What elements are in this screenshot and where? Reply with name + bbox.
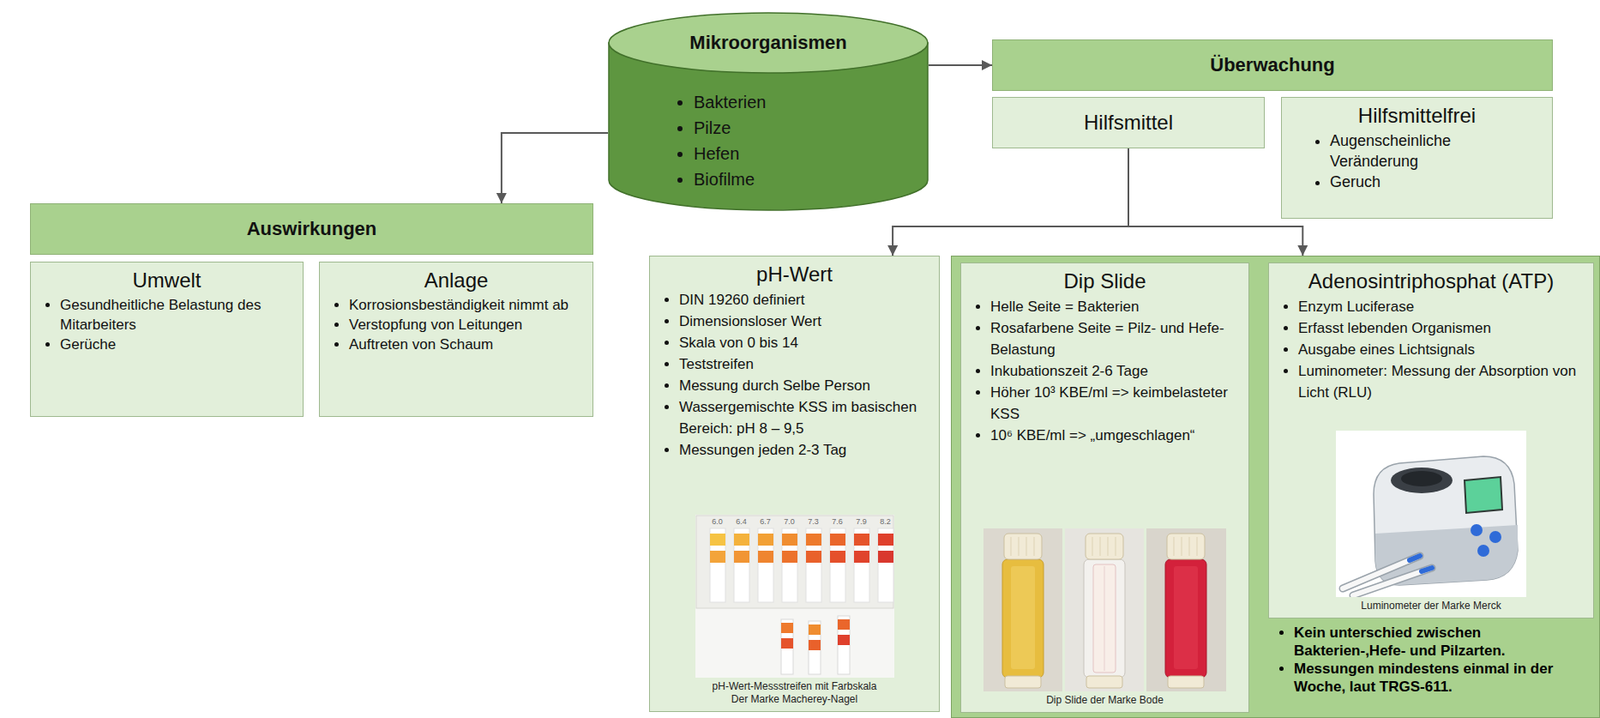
scale-value: 6.4 [729, 517, 754, 526]
scale-value: 7.6 [825, 517, 850, 526]
dipslide-photo [983, 528, 1227, 692]
bullet-list: Korrosionsbeständigkeit nimmt abVerstopf… [330, 294, 583, 355]
note-item: Kein unterschied zwischen Bakterien-,Hef… [1293, 623, 1594, 660]
bullet-item: Pilze [693, 114, 929, 141]
atp-box: Adenosintriphosphat (ATP)Enzym Luciferas… [1268, 262, 1594, 619]
bullet-item: Höher 10³ KBE/ml => keimbelasteter KSS [990, 381, 1239, 425]
image-caption: pH-Wert-Messstreifen mit Farbskala Der M… [703, 679, 886, 706]
node-heading: Auswirkungen [246, 216, 378, 242]
bullet-item: Teststreifen [679, 353, 929, 375]
bullet-item: Ausgabe eines Lichtsignals [1298, 338, 1583, 361]
bullet-list: Gesundheitliche Belastung des Mitarbeite… [41, 294, 293, 355]
bullet-item: Skala von 0 bis 14 [679, 331, 929, 354]
tool-box: Hilfsmittel [992, 96, 1265, 149]
note-item: Messungen mindestens einmal in der Woche… [1293, 659, 1594, 696]
bullet-item: Verstopfung von Leitungen [348, 314, 583, 335]
bullet-item: Rosafarbene Seite = Pilz- und Hefe-Belas… [990, 317, 1239, 361]
bullet-list: Helle Seite = BakterienRosafarbene Seite… [971, 295, 1239, 446]
bullet-list: DIN 19260 definiertDimensionsloser WertS… [660, 288, 929, 461]
scale-value: 6.7 [753, 517, 778, 526]
ph-box: pH-WertDIN 19260 definiertDimensionslose… [649, 255, 940, 712]
ph-strip-photo: 6.06.46.77.07.37.67.98.2 [695, 514, 895, 678]
bullet-item: Messung durch Selbe Person [679, 374, 929, 397]
bullet-item: Gesundheitliche Belastung des Mitarbeite… [60, 294, 293, 335]
bullet-item: Bakterien [693, 89, 929, 115]
ph-strip-illustration [695, 514, 895, 678]
bullet-item: Hefen [693, 140, 929, 167]
method-group: Kein unterschied zwischen Bakterien-,Hef… [950, 255, 1600, 718]
image-caption: Dip Slide der Marke Bode [1046, 693, 1164, 707]
bullet-item: DIN 19260 definiert [679, 288, 929, 311]
note-list: Kein unterschied zwischen Bakterien-,Hef… [1268, 623, 1594, 696]
luminometer-illustration [1335, 430, 1527, 597]
node-heading: Hilfsmittel [999, 109, 1258, 136]
scale-value: 7.0 [777, 517, 802, 526]
node-heading: pH-Wert [660, 261, 929, 288]
scale-row: 6.06.46.77.07.37.67.98.2 [705, 517, 898, 526]
bullet-list: BakterienPilzeHefenBiofilme [607, 89, 929, 193]
connector-arrow [501, 132, 608, 204]
cylinder-node: MikroorganismenBakterienPilzeHefenBiofil… [607, 12, 929, 211]
effect-box: UmweltGesundheitliche Belastung des Mita… [30, 261, 304, 417]
bullet-list: Augenscheinliche VeränderungGeruch [1292, 130, 1542, 193]
luminometer-photo [1335, 430, 1527, 597]
bullet-item: 10⁶ KBE/ml => „umgeschlagen“ [990, 424, 1239, 446]
dipslide-box: Dip SlideHelle Seite = BakterienRosafarb… [960, 262, 1250, 713]
bullet-item: Biofilme [693, 166, 929, 193]
header-band: Überwachung [992, 39, 1553, 91]
node-heading: Umwelt [41, 267, 293, 294]
scale-value: 7.9 [849, 517, 874, 526]
nontool-box: HilfsmittelfreiAugenscheinliche Veränder… [1281, 96, 1553, 219]
effect-box: AnlageKorrosionsbeständigkeit nimmt abVe… [318, 261, 594, 417]
bullet-item: Messungen jeden 2-3 Tag [679, 439, 929, 461]
node-heading: Adenosintriphosphat (ATP) [1279, 268, 1583, 295]
bullet-item: Dimensionsloser Wert [679, 310, 929, 332]
bullet-item: Wassergemischte KSS im basischen Bereich… [679, 396, 929, 440]
scale-value: 8.2 [873, 517, 898, 526]
bullet-item: Korrosionsbeständigkeit nimmt ab [348, 294, 583, 315]
connector-arrow [1128, 148, 1303, 256]
bullet-item: Gerüche [60, 334, 293, 355]
cylinder-top [608, 12, 928, 73]
connector-arrow [928, 64, 993, 67]
dipslide-illustration [983, 528, 1227, 692]
bullet-item: Erfasst lebenden Organismen [1298, 317, 1583, 339]
scale-value: 7.3 [801, 517, 826, 526]
bullet-item: Auftreten von Schaum [348, 334, 583, 355]
node-heading: Dip Slide [971, 268, 1239, 295]
bullet-item: Augenscheinliche Veränderung [1329, 130, 1542, 172]
scale-value: 6.0 [705, 517, 730, 526]
node-heading: Hilfsmittelfrei [1292, 102, 1542, 129]
bullet-item: Luminometer: Messung der Absorption von … [1298, 360, 1583, 404]
image-caption: Luminometer der Marke Merck [1360, 599, 1501, 613]
bullet-item: Enzym Luciferase [1298, 295, 1583, 318]
bullet-item: Geruch [1329, 171, 1542, 193]
node-heading: Anlage [330, 267, 583, 294]
node-heading: Mikroorganismen [607, 12, 929, 57]
node-heading: Überwachung [1209, 52, 1335, 79]
bullet-item: Inkubationszeit 2-6 Tage [990, 360, 1239, 382]
bullet-item: Helle Seite = Bakterien [990, 295, 1239, 318]
bullet-list: Enzym LuciferaseErfasst lebenden Organis… [1279, 295, 1583, 404]
header-band: Auswirkungen [30, 203, 594, 255]
